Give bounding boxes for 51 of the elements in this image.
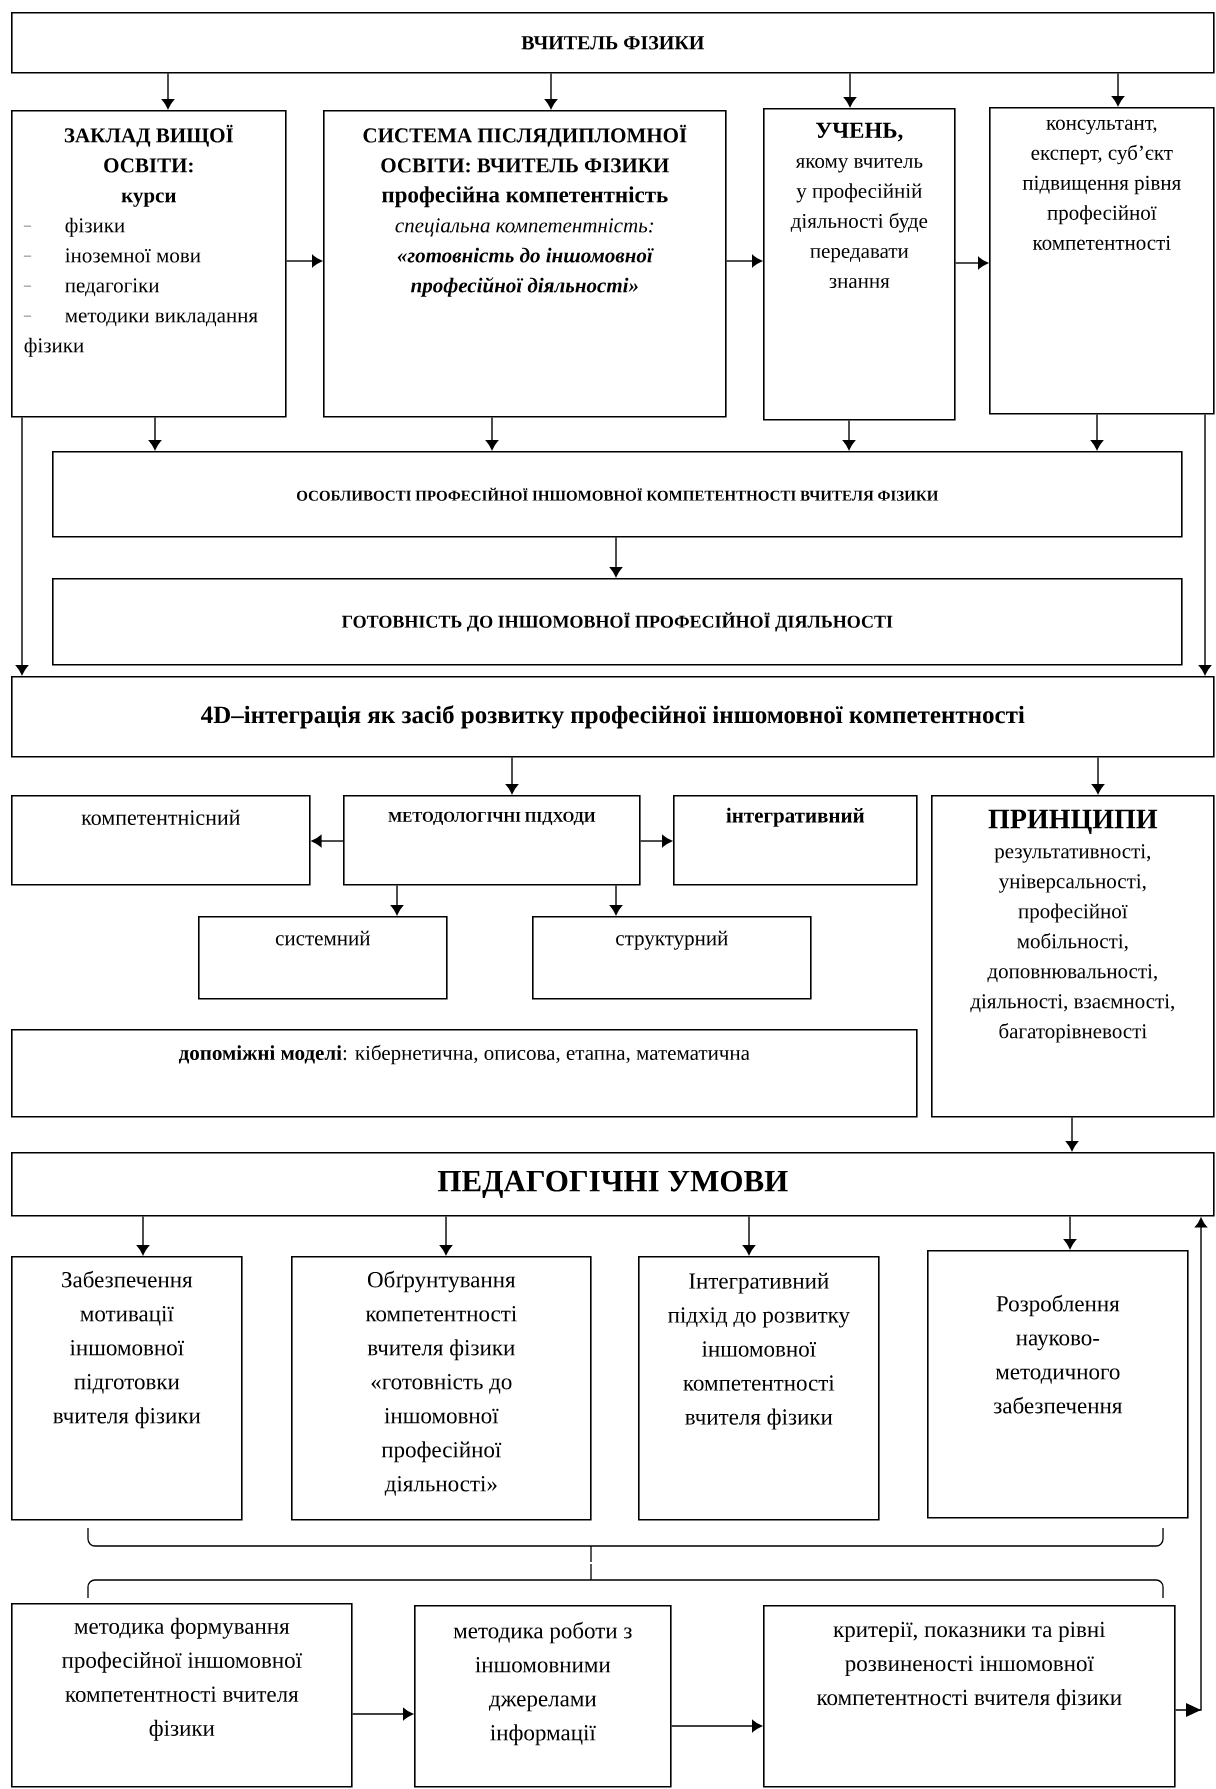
text-box: ЗАКЛАД ВИЩОЇ ОСВІТИ: курси фізики іноземної мови педагогіки методики викладання фізики — [11, 110, 287, 418]
text-box: компетентнісний — [11, 795, 311, 886]
arrow — [1091, 413, 1104, 450]
text-box: Інтегративний підхід до розвитку іншомовної компетентності вчителя фізики — [638, 1256, 880, 1521]
arrow — [725, 255, 762, 268]
heading-box: ВЧИТЕЛЬ ФІЗИКИ — [11, 12, 1215, 74]
text-box: критерії, показники та рівні розвиненості іншомовної компетентності вчителя фізики — [763, 1605, 1176, 1788]
arrow — [639, 835, 672, 848]
text-box: Розроблення науково-методичного забезпечення — [927, 1250, 1189, 1519]
text-box: Обґрунтування компетентності вчителя фізики «готовність до іншомовної професійної діяльності» — [291, 1256, 592, 1521]
arrow — [486, 416, 499, 450]
text-box: методика роботи з іншомовними джерелами інформації — [414, 1605, 672, 1788]
text-box: МЕТОДОЛОГІЧНІ ПІДХОДИ — [343, 795, 641, 886]
arrow — [1199, 413, 1212, 675]
heading-box: ПЕДАГОГІЧНІ УМОВИ — [11, 1152, 1215, 1217]
arrow — [670, 1720, 762, 1733]
arrow — [137, 1215, 149, 1255]
arrow — [506, 756, 519, 794]
arrow — [743, 1215, 756, 1255]
arrow — [351, 1708, 413, 1721]
arrow — [285, 255, 322, 268]
arrow — [162, 72, 174, 109]
arrow — [1066, 1116, 1079, 1151]
arrow — [311, 835, 344, 848]
arrow — [954, 257, 988, 270]
arrow — [843, 72, 857, 107]
text-box: системний — [198, 916, 448, 1000]
arrow — [391, 884, 404, 915]
text-box: ПРИНЦИПИ результативності, універсальності, професійної мобільності, доповнювальності, діяльності, взаємності, багаторівневості — [931, 795, 1215, 1118]
arrow — [1092, 756, 1105, 794]
text-box: Забезпечення мотивації іншомовної підготовки вчителя фізики — [11, 1256, 243, 1521]
text-box: консультант, експерт, суб’єкт підвищення рівня професійної компетентності — [989, 107, 1215, 415]
arrow — [610, 536, 623, 577]
arrow — [843, 419, 856, 450]
text-box: інтегративний — [673, 795, 918, 886]
text-box: СИСТЕМА ПІСЛЯДИПЛОМНОЇ ОСВІТИ: ВЧИТЕЛЬ ФІЗИКИ професійна компетентність спеціальна компетентність: «готовність до іншомовної професійної діяльності» — [323, 110, 727, 418]
arrow — [440, 1215, 453, 1255]
arrow — [16, 416, 28, 675]
text-box: УЧЕНЬ, якому вчитель у професійній діяльності буде передавати знання — [763, 108, 956, 421]
text-box: допоміжні моделі: кібернетична, описова, етапна, математична — [11, 1029, 918, 1118]
heading-box: ОСОБЛИВОСТІ ПРОФЕСІЙНОЇ ІНШОМОВНОЇ КОМПЕТЕНТНОСТІ ВЧИТЕЛЯ ФІЗИКИ — [52, 451, 1183, 538]
arrow — [1112, 72, 1125, 106]
heading-box: 4D–інтеграція як засіб розвитку професійної іншомовної компетентності — [11, 676, 1215, 758]
arrow — [544, 72, 558, 109]
arrow — [610, 884, 623, 915]
arrow — [1064, 1215, 1077, 1249]
text-box: структурний — [532, 916, 812, 1000]
heading-box: ГОТОВНІСТЬ ДО ІНШОМОВНОЇ ПРОФЕСІЙНОЇ ДІЯЛЬНОСТІ — [52, 578, 1183, 666]
arrow — [1174, 1217, 1208, 1717]
text-box: методика формування професійної іншомовної компетентності вчителя фізики — [11, 1603, 353, 1788]
arrow — [149, 416, 162, 450]
